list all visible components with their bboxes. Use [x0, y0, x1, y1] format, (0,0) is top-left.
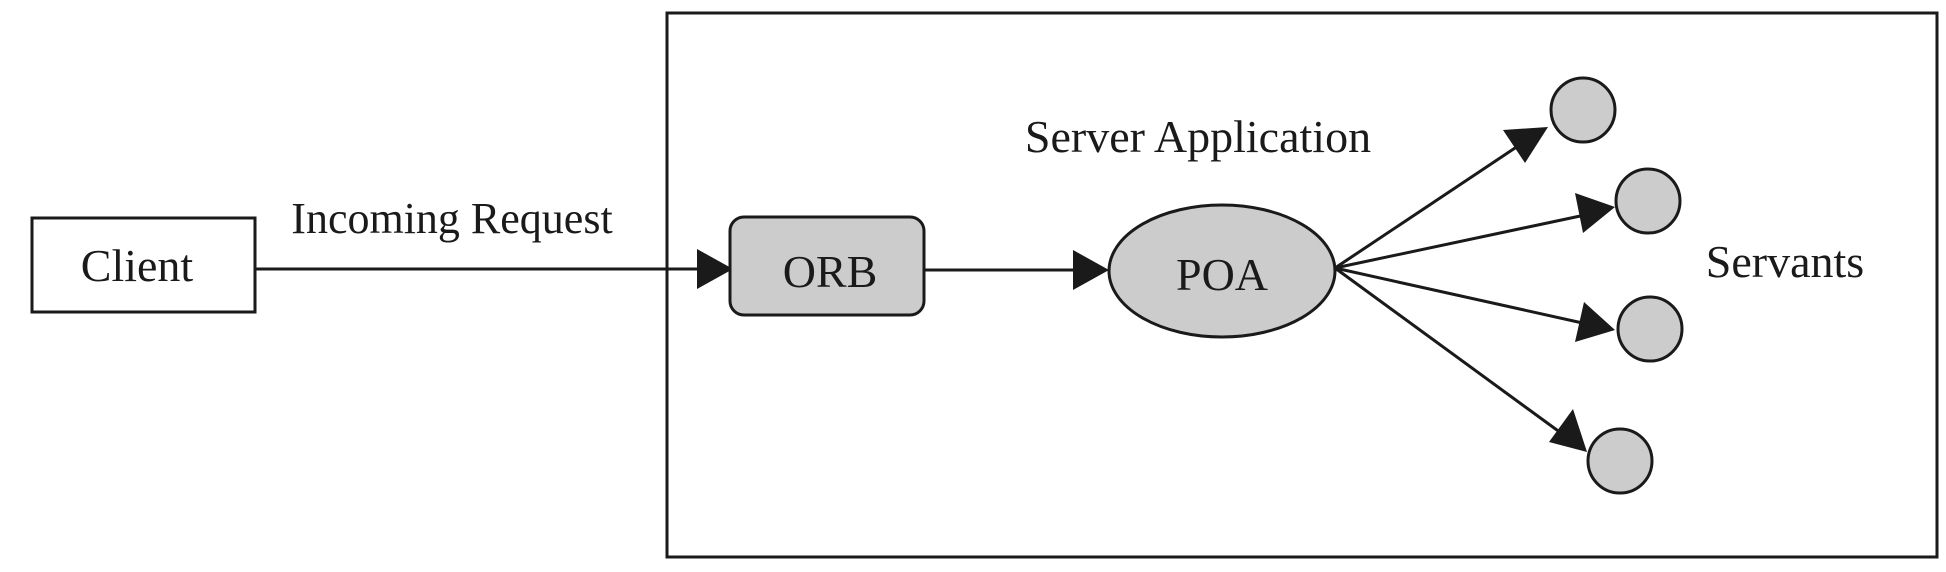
orb-node: ORB	[728, 215, 926, 317]
orb-label: ORB	[783, 246, 878, 297]
servants-label: Servants	[1706, 236, 1864, 287]
arrowhead	[1549, 409, 1587, 452]
servant-circle	[1614, 167, 1682, 235]
client-label: Client	[81, 240, 194, 291]
poa-label: POA	[1176, 249, 1268, 300]
server-application-label: Server Application	[1025, 111, 1371, 162]
arrowhead	[697, 249, 733, 289]
arrowhead	[1073, 250, 1109, 290]
arrowhead	[1503, 127, 1548, 163]
poa-node: POA	[1107, 203, 1337, 339]
edge-orb-to-poa	[924, 250, 1109, 290]
servants-group: Servants	[1549, 76, 1864, 495]
edge-client-to-orb: Incoming Request	[255, 194, 733, 289]
incoming-request-label: Incoming Request	[291, 194, 612, 243]
server-application-container	[665, 11, 1939, 559]
arrowhead	[1575, 302, 1615, 342]
client-node: Client	[30, 216, 257, 314]
arrowhead	[1575, 193, 1615, 233]
edge-poa-to-servants	[1334, 127, 1615, 452]
servant-circle	[1616, 295, 1684, 363]
servant-circle	[1549, 76, 1617, 144]
servant-circle	[1586, 427, 1654, 495]
